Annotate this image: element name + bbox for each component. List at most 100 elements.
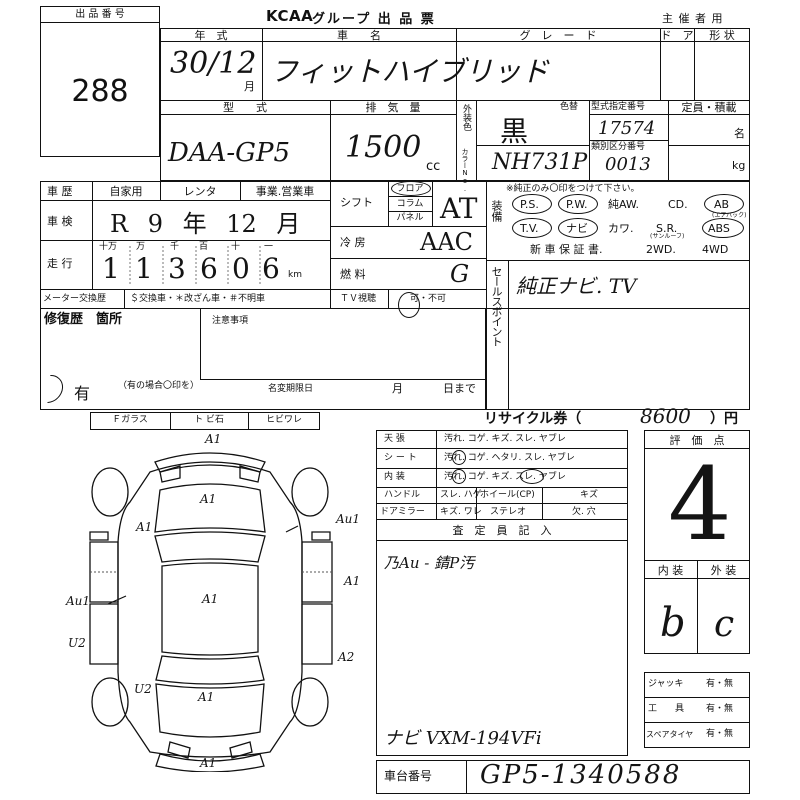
handle-items: スレ. ハゲ (440, 490, 482, 500)
inspector-line-1: 乃Au - 錆P汚 (384, 554, 475, 572)
tools-box (644, 672, 750, 748)
tool-jack-value: 有・無 (706, 679, 734, 689)
recycle-label: リサイクル券（ (484, 411, 582, 427)
equip-2wd: 2WD. (646, 243, 676, 256)
chassis-box (376, 760, 750, 794)
digit-label-100: 百 (199, 242, 209, 252)
mark-u2-left-rear: U2 (134, 682, 152, 696)
sales-point-box (486, 260, 750, 410)
tv-label: ＴＶ視聴 (340, 294, 377, 304)
mileage-digit-6: 6 (262, 252, 280, 285)
deadline-day: 日まで (443, 382, 476, 395)
equip-cd: CD. (668, 198, 688, 211)
deadline-label: 名変期限日 (268, 384, 314, 394)
displacement-value: 1500 (345, 130, 422, 165)
mark-a1-top: A1 (205, 432, 222, 446)
handle-label: ハンドル (384, 490, 421, 500)
model-designation-label: 型式指定番号 (591, 102, 646, 112)
inspector-label: 査 定 員 記 入 (452, 524, 552, 537)
year-value: 30/12 (170, 46, 257, 81)
glass-chip: ト ビ石 (194, 415, 224, 425)
mark-a1-hood: A1 (200, 492, 217, 506)
mileage-digit-5: 0 (232, 252, 250, 285)
seat-label: シ ー ト (384, 453, 417, 463)
recycle-value: 8600 (640, 404, 691, 428)
deadline-month: 月 (392, 382, 403, 395)
color-change-label: 色替 (560, 102, 579, 112)
inspection-label: 車 検 (47, 215, 73, 228)
organizer-label: 主 催 者 用 (662, 12, 724, 25)
history-option-business: 事業.営業車 (255, 185, 315, 198)
digit-label-1k: 千 (170, 242, 180, 252)
mileage-digit-1: 1 (102, 252, 120, 285)
cc-unit: cc (426, 159, 441, 174)
equip-navi-circle (558, 218, 598, 238)
grade-label: グ レ ー ド (519, 29, 597, 42)
tool-tools-value: 有・無 (706, 704, 734, 714)
doors-label: ド ア (660, 29, 694, 42)
glass-row (90, 412, 320, 430)
sales-point-text: 純正ナビ. TV (516, 274, 637, 298)
year-label: 年 式 (194, 29, 228, 42)
mileage-separators (129, 246, 261, 284)
mark-a1-trunk: A1 (198, 690, 215, 704)
mark-u2-left-door: U2 (68, 636, 86, 650)
interior-label: 内 装 (384, 472, 405, 482)
history-label: 車 歴 (47, 185, 73, 198)
equip-abs-circle (702, 218, 744, 238)
meter-swap-label: メーター交換歴 (43, 294, 107, 304)
interior-score-label: 内 装 (657, 564, 684, 577)
name-label: 車 名 (337, 29, 381, 42)
type-designation-value: 17574 (598, 118, 656, 139)
mileage-label: 走 行 (47, 257, 73, 270)
weight-unit: kg (732, 159, 746, 172)
inspector-line-2: ナビ VXM-194VFi (384, 728, 542, 749)
mileage-digit-4: 6 (200, 252, 218, 285)
ceiling-label: 天 張 (384, 434, 405, 444)
fuel-label: 燃 料 (340, 268, 366, 281)
shape-label: 形 状 (709, 29, 735, 42)
repair-label: 修復歴 箇所 (44, 312, 123, 327)
digit-label-1: 一 (264, 242, 274, 252)
seats-unit: 名 (734, 127, 745, 140)
capacity-label: 定員・積載 (681, 101, 737, 114)
shift-value: AT (440, 192, 478, 225)
shift-floor-circle (391, 181, 431, 196)
interior-items: 汚れ. コゲ. キズ. スレ. ヤブレ (444, 472, 566, 482)
equip-pw-circle (558, 194, 598, 214)
seat-items: 汚れ. コゲ. ヘタリ. スレ. ヤブレ (444, 453, 575, 463)
exterior-score-label: 外 装 (710, 564, 737, 577)
stereo-items: 欠. 穴 (572, 507, 596, 517)
tool-spare-value: 有・無 (706, 729, 734, 739)
lot-label: 出 品 番 号 (75, 9, 125, 20)
lot-number: 288 (71, 74, 129, 109)
glass-crack: ヒビワレ (265, 415, 302, 425)
notes-label: 注意事項 (212, 316, 249, 326)
equip-4wd: 4WD (702, 243, 729, 256)
header-title: グループ 出 品 票 (312, 12, 436, 27)
mark-a1-bottom: A1 (200, 756, 217, 770)
shift-option-panel: パネル (396, 213, 424, 223)
tv-options: 可・不可 (410, 294, 447, 304)
mirror-label: ドアミラー (380, 507, 425, 517)
repair-hint: （有の場合〇印を） (118, 381, 200, 391)
tool-tools-label: 工 具 (648, 704, 685, 714)
stereo-label: ステレオ (490, 507, 527, 517)
repair-box (40, 309, 486, 410)
repair-value: 有 (74, 384, 91, 403)
shift-label: シフト (340, 196, 373, 209)
digit-label-10: 十 (231, 242, 241, 252)
equip-sr: S.R. (656, 222, 678, 235)
category-number-label: 類別区分番号 (591, 142, 646, 152)
digit-label-100k: 十万 (99, 242, 118, 252)
equip-aw: 純AW. (608, 198, 640, 211)
mileage-digit-3: 3 (168, 252, 186, 285)
interior-dirt-circle (452, 469, 466, 484)
category-number-value: 0013 (605, 154, 651, 175)
shift-option-column: コラム (396, 199, 424, 209)
seat-dirt-circle (452, 450, 466, 465)
condition-table (376, 430, 628, 520)
interior-score: b (660, 600, 686, 646)
mark-a1-left-fender: A1 (136, 520, 153, 534)
score-label: 評 価 点 (669, 434, 725, 447)
